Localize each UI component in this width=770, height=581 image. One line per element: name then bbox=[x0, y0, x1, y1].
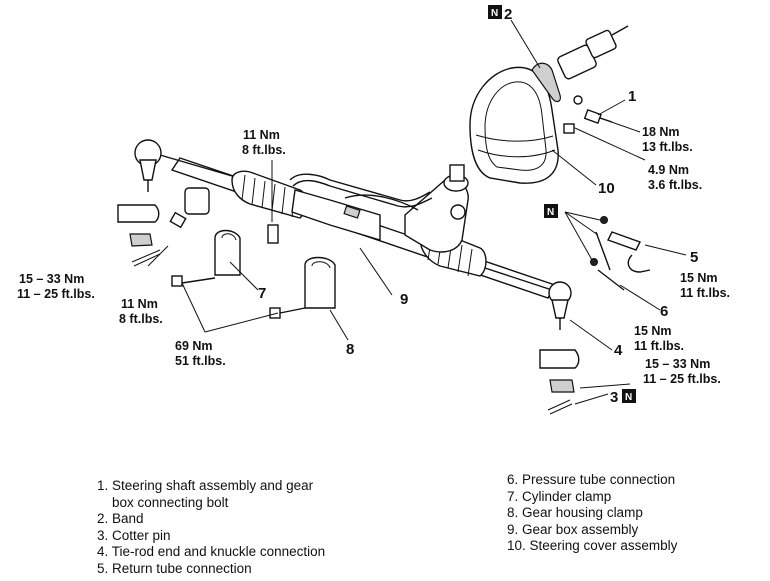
n-badge-2 bbox=[488, 5, 502, 19]
gear-housing-clamp bbox=[269, 256, 336, 319]
torque-5-nm: 15 Nm bbox=[680, 271, 718, 285]
torque-mid-nm: 11 Nm bbox=[121, 297, 158, 311]
torque-left-nm: 15 – 33 Nm bbox=[19, 272, 84, 286]
n-badge-6 bbox=[544, 204, 558, 218]
callout-5: 5 bbox=[690, 249, 698, 266]
legend-item: 6. Pressure tube connection bbox=[507, 472, 676, 487]
torque-6-ft: 11 ft.lbs. bbox=[634, 339, 684, 353]
callout-1: 1 bbox=[628, 88, 636, 105]
legend-item: 9. Gear box assembly bbox=[507, 521, 639, 537]
torque-left-ft: 11 – 25 ft.lbs. bbox=[17, 287, 95, 301]
torque-cover-nm: 4.9 Nm bbox=[648, 163, 689, 177]
band bbox=[531, 62, 561, 103]
torque-top-nm: 11 Nm bbox=[243, 128, 280, 142]
leader-lines bbox=[147, 19, 687, 405]
tube-connections bbox=[590, 216, 651, 291]
legend-item: 10. Steering cover assembly bbox=[507, 538, 678, 553]
gear-box-assembly bbox=[170, 157, 557, 299]
callout-4: 4 bbox=[614, 342, 623, 359]
torque-mid-ft: 8 ft.lbs. bbox=[119, 312, 163, 326]
legend-item: box connecting bolt bbox=[97, 494, 229, 510]
torque-5-ft: 11 ft.lbs. bbox=[680, 286, 730, 300]
shaft-connecting-bolt bbox=[563, 108, 613, 134]
right-knuckle-parts bbox=[539, 349, 580, 415]
torque-1-nm: 18 Nm bbox=[642, 125, 680, 139]
svg-text:N: N bbox=[491, 8, 498, 19]
torque-3-ft: 11 – 25 ft.lbs. bbox=[643, 372, 721, 386]
callout-8: 8 bbox=[346, 341, 354, 358]
parts-legend-right: 6. Pressure tube connection 7. Cylinder … bbox=[507, 472, 677, 555]
torque-1-ft: 13 ft.lbs. bbox=[642, 140, 693, 154]
torque-6-nm: 15 Nm bbox=[634, 324, 672, 338]
parts-legend-left: 1. Steering shaft assembly and gear box … bbox=[97, 478, 325, 577]
callout-10: 10 bbox=[598, 180, 615, 197]
callout-6: 6 bbox=[660, 303, 668, 320]
right-tie-rod-end bbox=[484, 267, 572, 330]
legend-item: 5. Return tube connection bbox=[97, 560, 252, 576]
torque-bottom-nm: 69 Nm bbox=[175, 339, 213, 353]
torque-3-nm: 15 – 33 Nm bbox=[645, 357, 710, 371]
callout-2: 2 bbox=[504, 6, 512, 23]
svg-text:N: N bbox=[547, 207, 554, 218]
callout-3: 3 bbox=[610, 389, 618, 406]
legend-item: 2. Band bbox=[97, 511, 144, 526]
torque-bottom-ft: 51 ft.lbs. bbox=[175, 354, 226, 368]
n-badge-3 bbox=[622, 389, 636, 403]
cylinder-clamp bbox=[171, 224, 279, 287]
steering-cover-assembly bbox=[469, 66, 559, 184]
torque-top-ft: 8 ft.lbs. bbox=[242, 143, 286, 157]
torque-labels: 11 Nm 8 ft.lbs. 18 Nm 13 ft.lbs. 4.9 Nm … bbox=[17, 125, 730, 386]
steering-shaft-joint bbox=[557, 25, 629, 105]
callout-7: 7 bbox=[258, 285, 266, 302]
legend-item: 8. Gear housing clamp bbox=[507, 505, 643, 520]
svg-text:N: N bbox=[625, 392, 632, 403]
legend-item: 7. Cylinder clamp bbox=[507, 488, 612, 504]
legend-item: 4. Tie-rod end and knuckle connection bbox=[97, 544, 326, 559]
legend-item: 1. Steering shaft assembly and gear bbox=[97, 478, 314, 493]
left-tie-rod-end bbox=[134, 139, 233, 192]
callout-numbers: N 2 1 10 N 5 6 4 3 N 9 7 8 bbox=[258, 5, 698, 406]
callout-9: 9 bbox=[400, 291, 408, 308]
left-knuckle-parts bbox=[117, 187, 210, 267]
torque-cover-ft: 3.6 ft.lbs. bbox=[648, 178, 702, 192]
legend-item: 3. Cotter pin bbox=[97, 527, 171, 543]
